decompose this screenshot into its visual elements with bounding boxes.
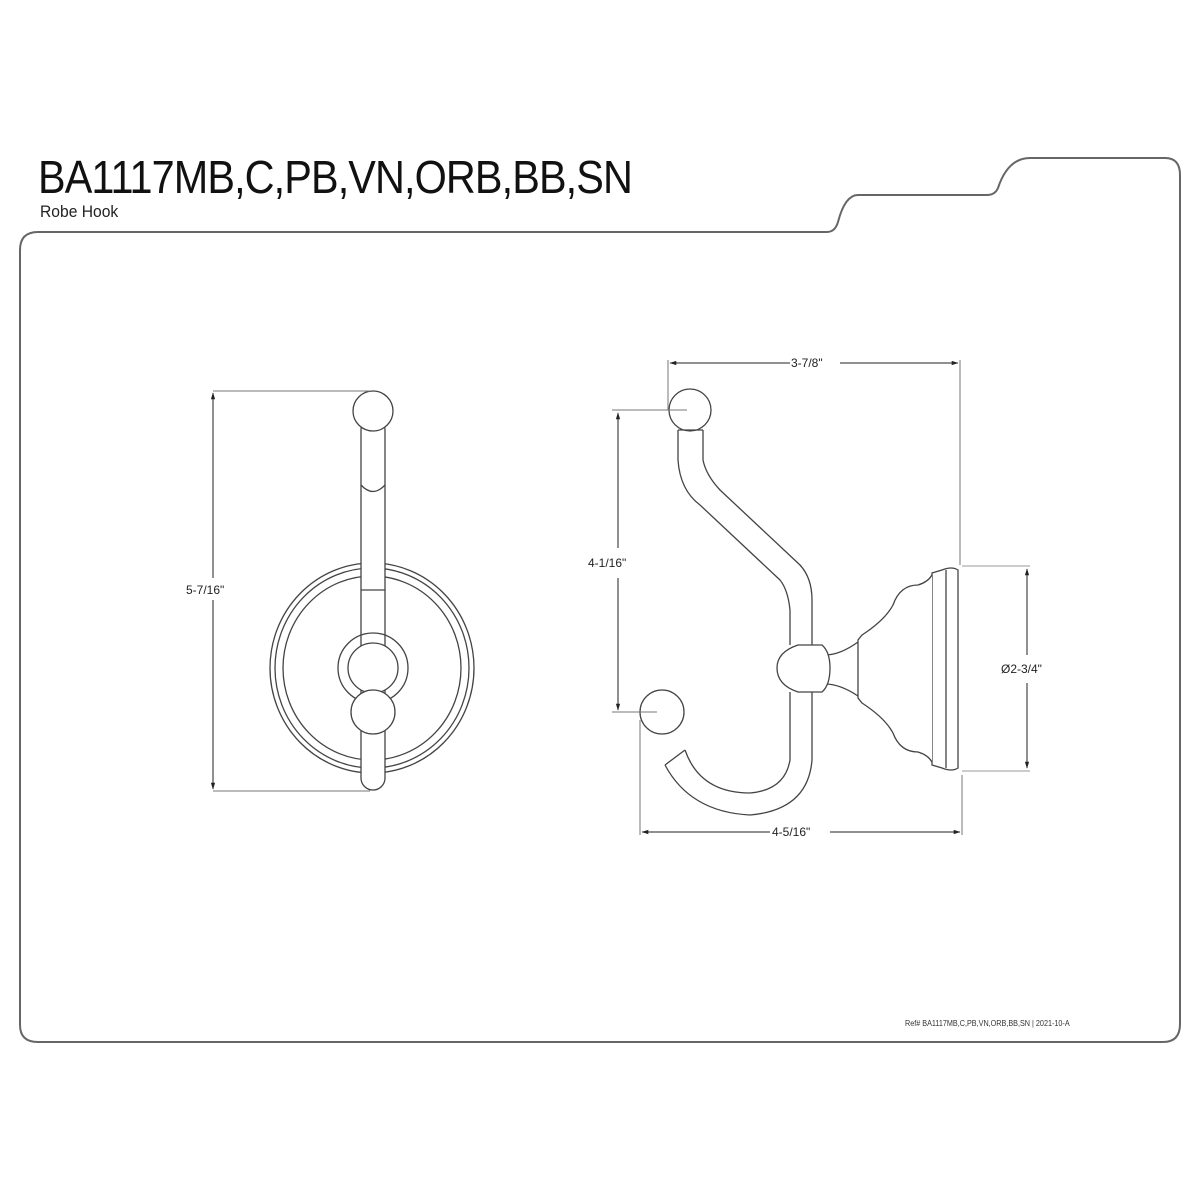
side-view-dimensions	[612, 360, 1030, 835]
drawing-reference: Ref# BA1117MB,C,PB,VN,ORB,BB,SN | 2021-1…	[905, 1018, 1070, 1028]
side-view	[639, 388, 959, 816]
model-number-title: BA1117MB,C,PB,VN,ORB,BB,SN	[38, 151, 633, 203]
hook-span-dimension: 4-1/16"	[588, 556, 626, 570]
top-width-dimension: 3-7/8"	[791, 356, 823, 370]
drawing-frame	[20, 232, 1158, 1040]
base-diameter-dimension: Ø2-3/4"	[1001, 662, 1042, 676]
front-view	[210, 390, 475, 792]
drawing-frame-outline	[19, 157, 1181, 1043]
front-height-dimension: 5-7/16"	[186, 583, 224, 597]
projection-dimension: 4-5/16"	[772, 825, 810, 839]
product-name: Robe Hook	[40, 202, 119, 221]
